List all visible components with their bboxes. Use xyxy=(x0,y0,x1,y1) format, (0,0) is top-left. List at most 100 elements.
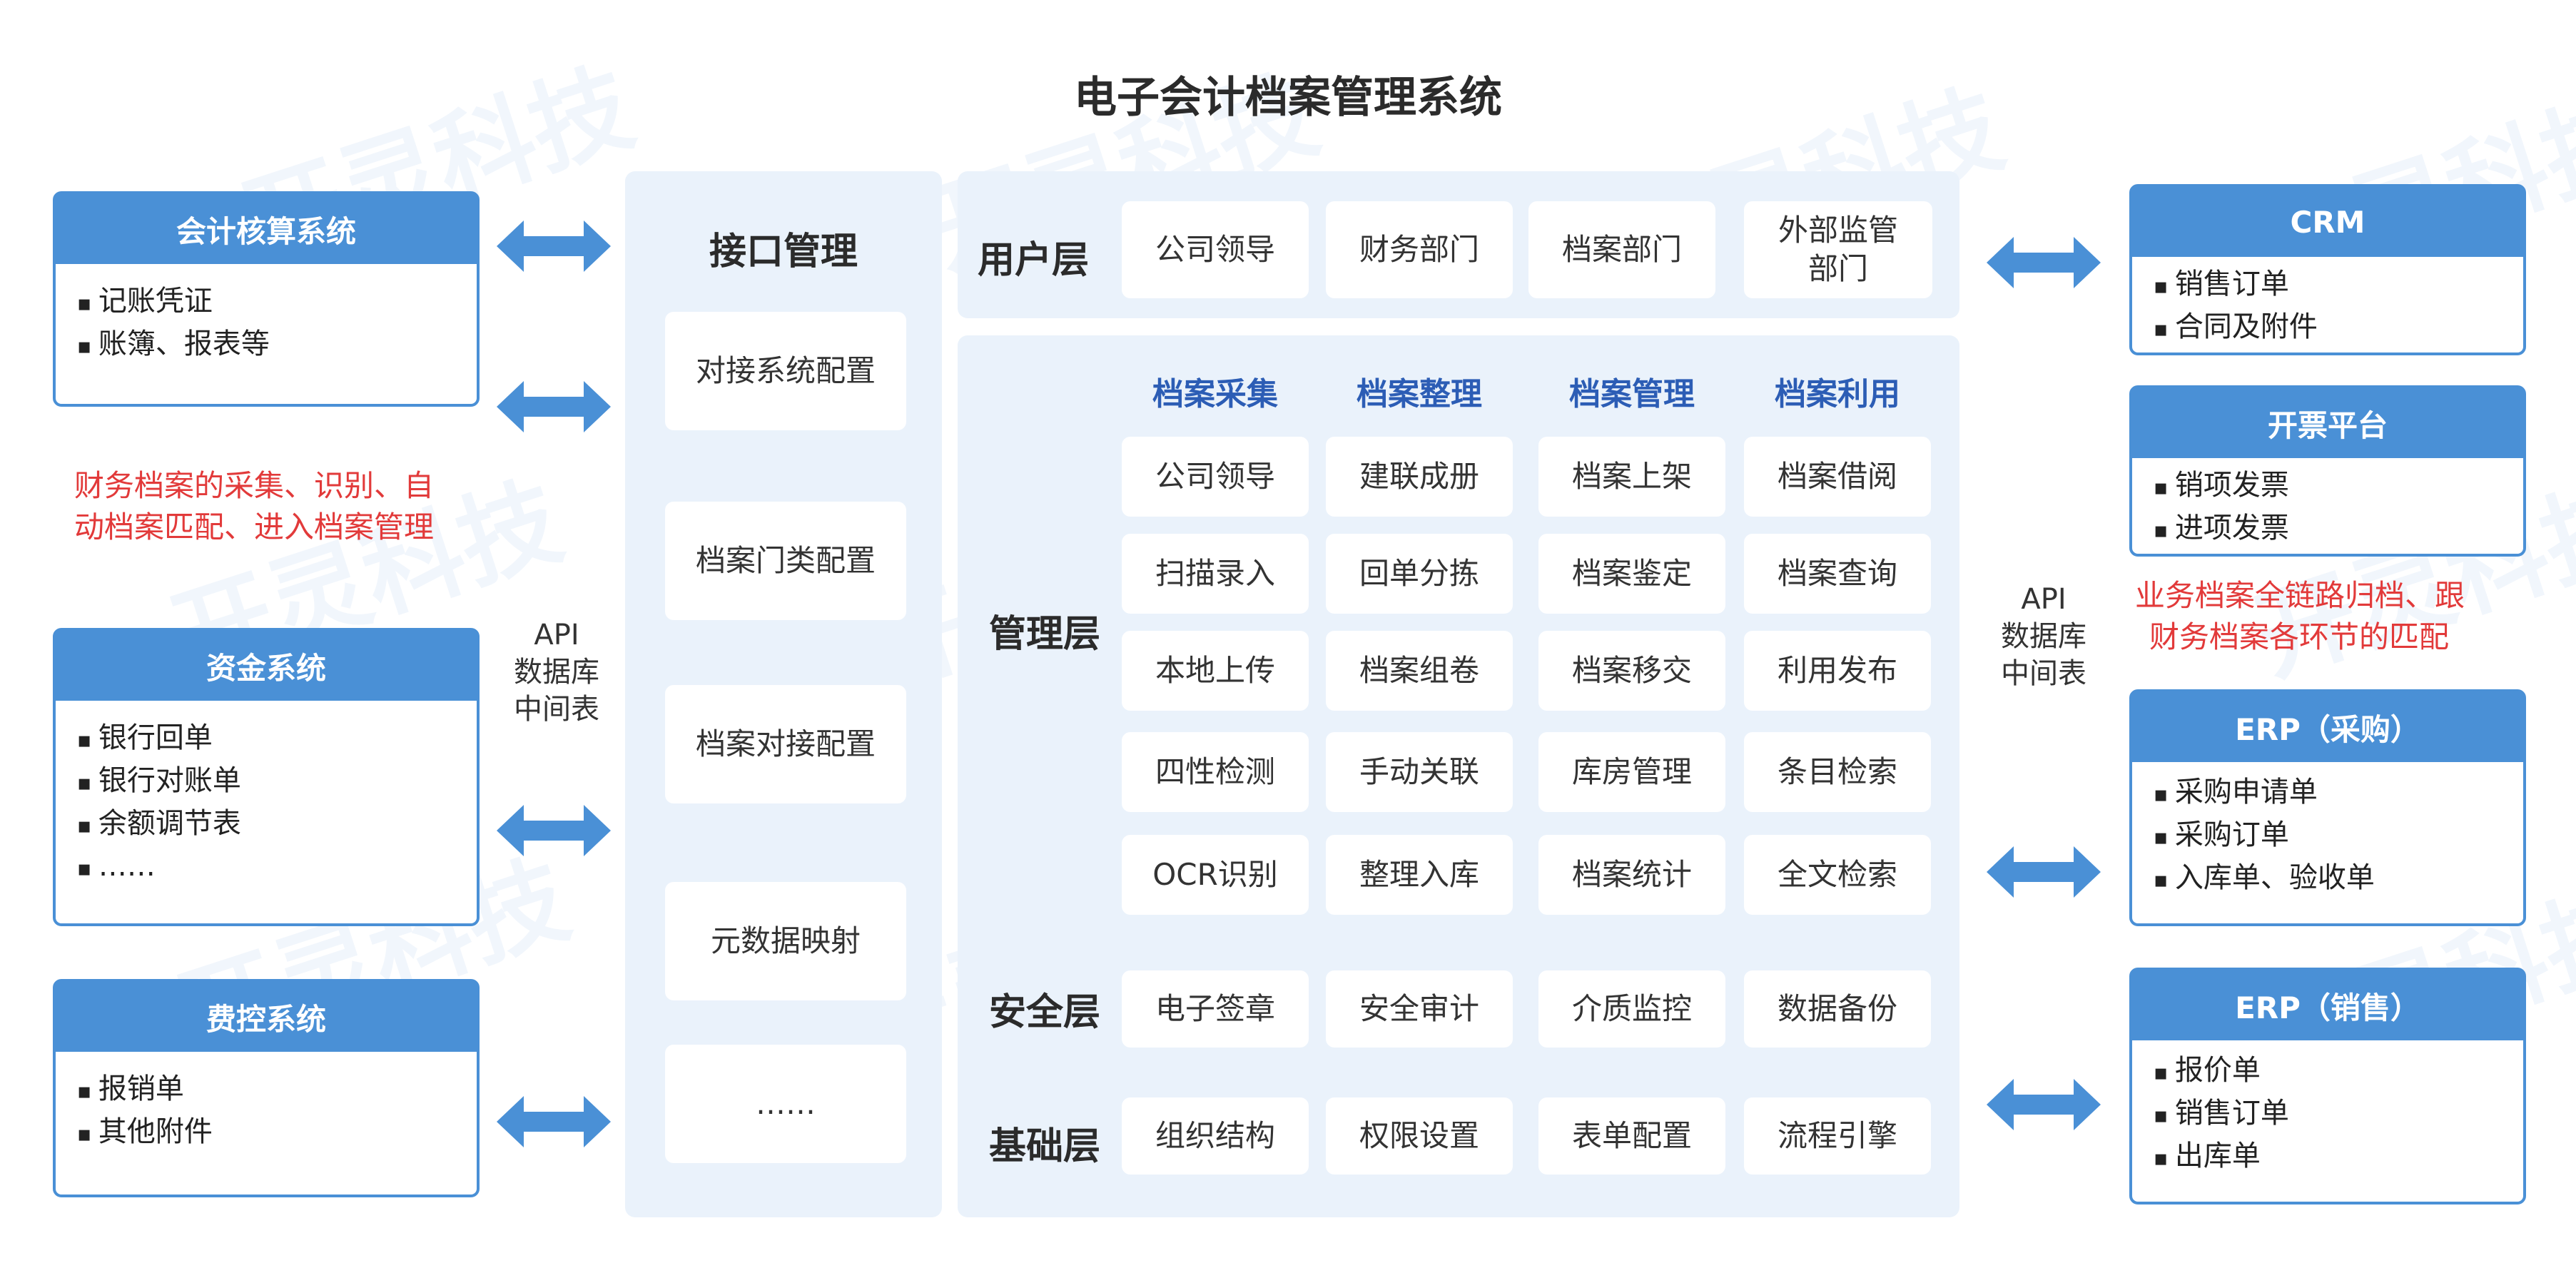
management-item: 手动关联 xyxy=(1326,732,1513,812)
card-items: 记账凭证 账簿、报表等 xyxy=(56,264,477,384)
security-item: 安全审计 xyxy=(1326,970,1513,1048)
right-system-crm: CRM 销售订单 合同及附件 xyxy=(2129,184,2526,355)
right-system-invoice: 开票平台 销项发票 进项发票 xyxy=(2129,385,2526,557)
security-item: 数据备份 xyxy=(1744,970,1931,1048)
api-line: API xyxy=(534,619,579,651)
note-line: 动档案匹配、进入档案管理 xyxy=(74,509,435,544)
api-line: 中间表 xyxy=(2001,657,2086,690)
list-item: 出库单 xyxy=(2154,1136,2502,1179)
security-item: 介质监控 xyxy=(1538,970,1725,1048)
management-item: 档案组卷 xyxy=(1326,631,1513,711)
management-item: 公司领导 xyxy=(1122,437,1309,517)
list-item: 入库单、验收单 xyxy=(2154,858,2502,901)
interface-item: 对接系统配置 xyxy=(665,312,906,430)
management-layer-label: 管理层 xyxy=(989,613,1101,656)
list-item: …… xyxy=(77,846,455,889)
card-items: 采购申请单 采购订单 入库单、验收单 xyxy=(2132,762,2523,918)
note-line: 财务档案的采集、识别、自 xyxy=(74,468,435,503)
card-title: 资金系统 xyxy=(56,631,477,701)
left-system-expense: 费控系统 报销单 其他附件 xyxy=(53,979,480,1197)
left-system-funds: 资金系统 银行回单 银行对账单 余额调节表 …… xyxy=(53,628,480,926)
list-item: 银行回单 xyxy=(77,718,455,761)
list-item: 余额调节表 xyxy=(77,803,455,846)
column-header: 档案采集 xyxy=(1152,376,1278,412)
card-items: 银行回单 银行对账单 余额调节表 …… xyxy=(56,701,477,906)
right-system-erp-sales: ERP（销售） 报价单 销售订单 出库单 xyxy=(2129,968,2526,1204)
double-arrow-icon xyxy=(497,220,611,272)
user-item: 公司领导 xyxy=(1122,201,1309,298)
left-note: 财务档案的采集、识别、自 动档案匹配、进入档案管理 xyxy=(74,465,434,548)
list-item: 销售订单 xyxy=(2154,1093,2502,1136)
interface-item: 档案对接配置 xyxy=(665,685,906,803)
card-title: 开票平台 xyxy=(2132,388,2523,458)
right-note: 业务档案全链路归档、跟 财务档案各环节的匹配 xyxy=(2135,575,2465,658)
list-item: 记账凭证 xyxy=(77,281,455,324)
user-layer-label: 用户层 xyxy=(978,239,1090,282)
list-item: 账簿、报表等 xyxy=(77,324,455,367)
user-item: 档案部门 xyxy=(1528,201,1715,298)
card-items: 销项发票 进项发票 xyxy=(2132,458,2523,568)
management-item: 档案上架 xyxy=(1538,437,1725,517)
api-line: API xyxy=(2021,583,2067,616)
list-item: 销售订单 xyxy=(2154,264,2502,307)
base-layer-label: 基础层 xyxy=(989,1125,1101,1168)
management-item: 利用发布 xyxy=(1744,631,1931,711)
management-item: 本地上传 xyxy=(1122,631,1309,711)
api-line: 数据库 xyxy=(2001,620,2086,653)
list-item: 报价单 xyxy=(2154,1050,2502,1093)
api-line: 中间表 xyxy=(514,693,599,726)
right-api-label: API 数据库 中间表 xyxy=(1987,581,2101,692)
base-item: 权限设置 xyxy=(1326,1097,1513,1175)
card-title: ERP（销售） xyxy=(2132,970,2523,1040)
management-item: 回单分拣 xyxy=(1326,534,1513,614)
list-item: 其他附件 xyxy=(77,1112,455,1155)
security-layer-label: 安全层 xyxy=(989,991,1101,1034)
management-item: 建联成册 xyxy=(1326,437,1513,517)
left-system-accounting: 会计核算系统 记账凭证 账簿、报表等 xyxy=(53,191,480,407)
list-item: 报销单 xyxy=(77,1069,455,1112)
column-header: 档案管理 xyxy=(1569,376,1695,412)
management-item: 档案统计 xyxy=(1538,835,1725,915)
interface-item: 元数据映射 xyxy=(665,882,906,1000)
management-item: 档案借阅 xyxy=(1744,437,1931,517)
card-items: 销售订单 合同及附件 xyxy=(2132,257,2523,367)
note-line: 财务档案各环节的匹配 xyxy=(2149,619,2450,654)
api-line: 数据库 xyxy=(514,656,599,689)
management-item: 档案查询 xyxy=(1744,534,1931,614)
management-item: 全文检索 xyxy=(1744,835,1931,915)
list-item: 银行对账单 xyxy=(77,761,455,803)
user-item: 财务部门 xyxy=(1326,201,1513,298)
management-item: 档案移交 xyxy=(1538,631,1725,711)
management-item: 档案鉴定 xyxy=(1538,534,1725,614)
base-item: 表单配置 xyxy=(1538,1097,1725,1175)
management-item: 条目检索 xyxy=(1744,732,1931,812)
column-header: 档案整理 xyxy=(1357,376,1482,412)
interface-item: 档案门类配置 xyxy=(665,502,906,620)
card-title: 会计核算系统 xyxy=(56,194,477,264)
interface-item: …… xyxy=(665,1045,906,1163)
column-header: 档案利用 xyxy=(1775,376,1900,412)
card-items: 报销单 其他附件 xyxy=(56,1052,477,1172)
management-item: 库房管理 xyxy=(1538,732,1725,812)
base-item: 流程引擎 xyxy=(1744,1097,1931,1175)
card-items: 报价单 销售订单 出库单 xyxy=(2132,1040,2523,1196)
double-arrow-icon xyxy=(1987,237,2101,288)
base-item: 组织结构 xyxy=(1122,1097,1309,1175)
management-item: 扫描录入 xyxy=(1122,534,1309,614)
management-item: 整理入库 xyxy=(1326,835,1513,915)
right-system-erp-purchase: ERP（采购） 采购申请单 采购订单 入库单、验收单 xyxy=(2129,689,2526,926)
security-item: 电子签章 xyxy=(1122,970,1309,1048)
interface-title: 接口管理 xyxy=(709,230,858,273)
list-item: 采购申请单 xyxy=(2154,772,2502,815)
note-line: 业务档案全链路归档、跟 xyxy=(2135,578,2465,613)
card-title: ERP（采购） xyxy=(2132,692,2523,762)
list-item: 采购订单 xyxy=(2154,815,2502,858)
diagram-title: 电子会计档案管理系统 xyxy=(1074,73,1502,123)
card-title: CRM xyxy=(2132,187,2523,257)
double-arrow-icon xyxy=(497,805,611,856)
card-title: 费控系统 xyxy=(56,982,477,1052)
user-item: 外部监管部门 xyxy=(1744,201,1932,298)
double-arrow-icon xyxy=(1987,846,2101,898)
double-arrow-icon xyxy=(497,381,611,432)
list-item: 进项发票 xyxy=(2154,508,2502,551)
